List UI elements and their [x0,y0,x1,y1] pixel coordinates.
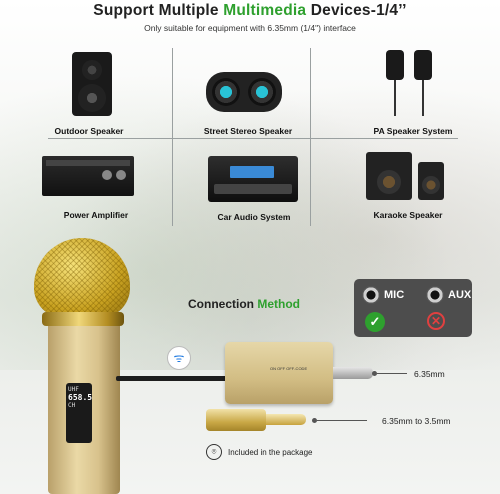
callout-6-35mm: 6.35mm [414,369,445,379]
wireless-icon: ᯤ [167,346,191,370]
device-label-karaoke-speaker: Karaoke Speaker [373,210,443,220]
microphone-ring [42,312,124,326]
grid-divider [172,48,173,226]
callout-dot [372,371,377,376]
callout-line [377,373,407,374]
grid-divider [48,138,458,139]
adapter-plug-3-5mm [266,414,306,425]
subline: Only suitable for equipment with 6.35mm … [144,23,356,33]
callout-adapter: 6.35mm to 3.5mm [382,416,451,426]
power-amplifier-icon [42,156,134,196]
outdoor-speaker-icon [72,52,112,116]
headline-accent: Multimedia [223,2,307,19]
grid-divider [310,48,311,226]
microphone-grille [34,238,130,318]
port-label-aux: AUX [448,289,472,301]
car-audio-icon [208,156,298,202]
device-label-outdoor-speaker: Outdoor Speaker [54,126,124,136]
device-label-street-stereo-speaker: Street Stereo Speaker [203,126,293,136]
plug-6-35mm [333,367,373,379]
device-label-pa-speaker-system: PA Speaker System [373,126,453,136]
wireless-receiver [225,342,333,404]
callout-line [317,420,367,421]
karaoke-speaker-icon [366,152,446,200]
adapter-body [206,409,266,431]
included-in-package-text: Included in the package [228,448,313,457]
pa-speaker-icon [378,50,438,116]
cross-icon: ✕ [427,312,445,330]
check-icon: ✓ [365,312,385,332]
street-stereo-speaker-icon [206,72,282,112]
headline: Support Multiple Multimedia Devices-1/4’… [93,2,407,19]
connection-method-title: Connection Method [188,297,300,311]
receiver-switch-label: ON OFF OFF-CODE [270,366,308,371]
microphone-display: UHF 658.5 CH [66,383,92,443]
callout-dot [312,418,317,423]
receiver-antenna [116,376,228,381]
port-label-mic: MIC [384,289,405,301]
device-label-power-amplifier: Power Amplifier [63,210,129,220]
aux-jack-icon [426,286,444,304]
package-icon: ⌾ [206,444,222,460]
mic-jack-icon [362,286,380,304]
device-label-car-audio-system: Car Audio System [217,212,291,222]
